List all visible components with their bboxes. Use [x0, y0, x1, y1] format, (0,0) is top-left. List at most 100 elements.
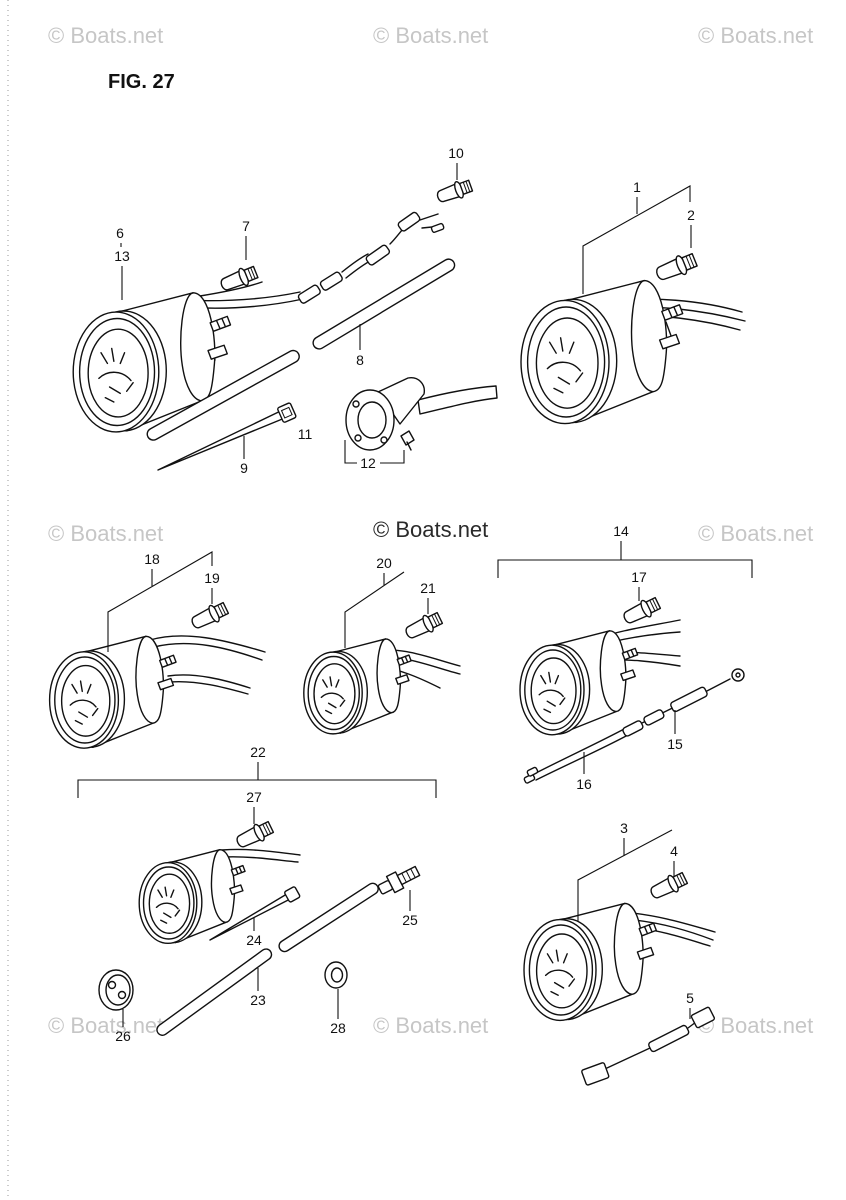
- callout-16: 16: [576, 776, 592, 792]
- harness-15-sleeve: [670, 686, 708, 712]
- callout-25: 25: [402, 912, 418, 928]
- wire-connector: [297, 284, 321, 304]
- watermark: © Boats.net: [48, 23, 163, 48]
- ring-terminal-hole: [736, 673, 740, 677]
- watermark-center: © Boats.net: [373, 517, 488, 542]
- tie-head: [284, 886, 300, 902]
- gauge-assembly-22: [99, 818, 422, 1038]
- callout-10: 10: [448, 145, 464, 161]
- callout-24: 24: [246, 932, 262, 948]
- sender-25: [376, 863, 422, 898]
- bulb-socket-2: [652, 249, 700, 285]
- callout-4: 4: [670, 843, 678, 859]
- callout-23: 23: [250, 992, 266, 1008]
- harness-5-connector: [581, 1062, 609, 1085]
- bracket-12: [380, 450, 405, 464]
- bulb-socket-19: [188, 599, 231, 633]
- harness-15: [640, 669, 744, 724]
- bulb-socket-7: [217, 262, 260, 295]
- grommet-28: [325, 962, 347, 988]
- harness-16-terminal: [527, 767, 539, 777]
- grommet-26-body: [99, 970, 133, 1010]
- tube-8: [311, 257, 457, 351]
- watermark: © Boats.net: [48, 521, 163, 546]
- bulb-socket-4: [647, 869, 690, 903]
- bracket-20: [344, 571, 405, 648]
- bracket-3: [577, 829, 673, 922]
- harness-5: [581, 1007, 715, 1086]
- cable-tie-11: [155, 402, 297, 477]
- watermark: © Boats.net: [48, 1013, 163, 1038]
- callout-21: 21: [420, 580, 436, 596]
- clamp-ring: [358, 402, 386, 438]
- callout-15: 15: [667, 736, 683, 752]
- bracket-14: [497, 559, 753, 578]
- clamp-hole: [353, 401, 359, 407]
- gauge-14-wires: [592, 620, 680, 666]
- gauge-14: [519, 630, 639, 736]
- wire-connector: [319, 271, 343, 291]
- leader-lines: [77, 163, 753, 1027]
- callout-27: 27: [246, 789, 262, 805]
- gauge-20: [303, 638, 412, 735]
- gauge-22-wires: [222, 849, 300, 862]
- callout-19: 19: [204, 570, 220, 586]
- callout-14: 14: [613, 523, 629, 539]
- callout-7: 7: [242, 218, 250, 234]
- harness-16-terminal: [524, 774, 536, 784]
- gauge-assembly-20: [303, 609, 460, 735]
- callout-3: 3: [620, 820, 628, 836]
- tube-23: [155, 947, 274, 1038]
- tie-head: [277, 402, 296, 422]
- tie-slot: [282, 407, 293, 418]
- watermark: © Boats.net: [698, 1013, 813, 1038]
- sender-hex: [387, 872, 404, 893]
- watermarks: © Boats.net © Boats.net © Boats.net © Bo…: [48, 23, 813, 1038]
- bracket-12: [344, 440, 357, 464]
- watermark: © Boats.net: [698, 23, 813, 48]
- gauge-assembly-6-13: [72, 176, 497, 478]
- callout-5: 5: [686, 990, 694, 1006]
- callout-1: 1: [633, 179, 641, 195]
- bracket-22: [77, 779, 437, 798]
- callout-20: 20: [376, 555, 392, 571]
- callout-28: 28: [330, 1020, 346, 1036]
- harness-16-connector: [643, 709, 665, 726]
- gauge-assembly-14: [519, 594, 744, 784]
- sender-thread-lines: [402, 869, 415, 882]
- grommet-26-rim: [106, 975, 130, 1005]
- cable-tie-24: [207, 886, 300, 945]
- callout-6: 6: [116, 225, 124, 241]
- harness-5-connector: [691, 1007, 715, 1029]
- screw-12: [401, 431, 414, 450]
- clamp-hole: [381, 437, 387, 443]
- bulb-socket-21: [402, 609, 445, 643]
- gauge-3: [523, 902, 657, 1022]
- screw-head: [401, 431, 414, 445]
- callout-12: 12: [360, 455, 376, 471]
- callout-8: 8: [356, 352, 364, 368]
- gauge-18-wires: [150, 636, 265, 694]
- screw-shank: [407, 442, 411, 450]
- bulb-10: [434, 176, 475, 207]
- bracket-1: [582, 185, 691, 294]
- grommet-26-hole: [109, 982, 116, 989]
- clamp-12: [346, 378, 497, 450]
- wire-terminal: [431, 223, 444, 233]
- gauge-assembly-3: [523, 869, 715, 1086]
- tube-9: [145, 348, 301, 442]
- gauge-assembly-1: [520, 249, 745, 425]
- bulb-socket-17: [620, 594, 663, 628]
- tube-25: [277, 881, 380, 953]
- bracket-18: [107, 551, 213, 652]
- wire-connector: [365, 244, 390, 266]
- clamp-lever: [418, 386, 497, 414]
- callout-9: 9: [240, 460, 248, 476]
- harness-5-sleeve: [648, 1024, 690, 1052]
- callout-13: 13: [114, 248, 130, 264]
- grommet-26: [99, 970, 133, 1010]
- gauge-assembly-18: [48, 599, 265, 749]
- callout-18: 18: [144, 551, 160, 567]
- callout-11: 11: [298, 426, 313, 442]
